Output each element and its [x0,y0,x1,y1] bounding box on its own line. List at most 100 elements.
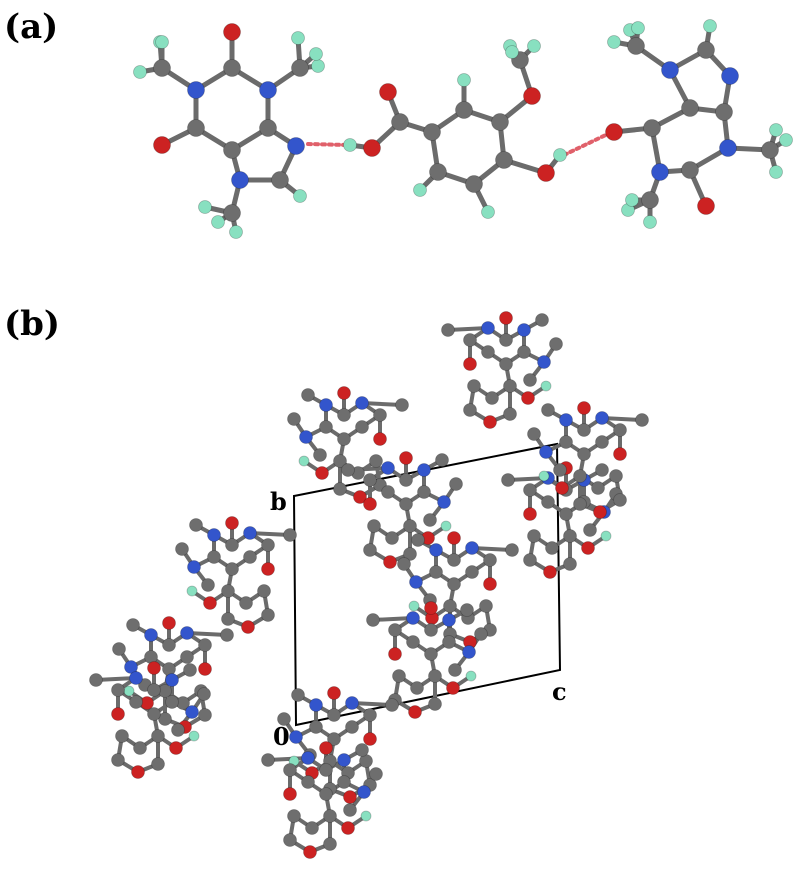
atom-O [483,577,497,591]
atom-N [345,696,359,710]
atom-C [369,454,383,468]
atom-O [198,662,212,676]
atom-C [385,531,399,545]
atom-C [523,373,537,387]
atom-C [403,519,417,533]
atom-H [625,193,639,207]
atom-C [491,113,509,131]
atom-H [553,148,567,162]
atom-C [147,683,161,697]
panel-b-bonds [94,316,644,854]
atom-O [399,451,413,465]
atom-C [283,833,297,847]
atom-C [198,638,212,652]
atom-C [527,427,541,441]
atom-C [261,608,275,622]
atom-H [291,31,305,45]
unit-cell-outline [292,442,562,727]
atom-C [197,687,211,701]
atom-N [651,163,669,181]
atom-C [501,473,515,487]
atom-C [503,379,517,393]
atom-N [481,321,495,335]
atom-C [391,113,409,131]
atom-O [203,596,217,610]
atom-C [239,596,253,610]
atom-C [559,435,573,449]
atom-N [517,323,531,337]
atom-H [413,183,427,197]
panel-a-hydrogen-bonds [306,130,614,157]
atom-N [287,137,305,155]
atom-C [337,432,351,446]
atom-O [593,505,607,519]
atom-C [395,398,409,412]
atom-C [583,523,597,537]
bond [470,546,514,552]
atom-N [417,463,431,477]
atom-C [323,809,337,823]
atom-N [243,526,257,540]
atom-N [289,730,303,744]
atom-C [443,599,457,613]
atom-C [221,584,235,598]
atom-O [363,497,377,511]
atom-C [563,557,577,571]
atom-C [463,403,477,417]
atom-C [435,453,449,467]
panel-a-bonds [137,23,789,235]
atom-C [463,333,477,347]
bond [600,416,644,422]
atom-H [527,39,541,53]
atom-N [437,495,451,509]
atom-N [357,785,371,799]
atom-C [681,161,699,179]
atom-C [259,119,277,137]
atom-H [293,189,307,203]
atom-C [627,37,645,55]
atom-H [769,123,783,137]
atom-C [388,623,402,637]
hydrogen-bond-right [562,130,614,157]
atom-N [299,430,313,444]
atom-N [259,81,277,99]
atom-C [291,688,305,702]
atom-C [406,635,420,649]
atom-C [111,753,125,767]
atom-C [465,565,479,579]
panel-b-atoms [89,311,649,859]
atom-C [223,204,241,222]
atom-C [327,708,341,722]
atom-C [201,578,215,592]
atom-C [319,763,333,777]
atom-O [521,391,535,405]
atom-N [409,575,423,589]
atom-C [535,313,549,327]
atom-C [474,627,488,641]
atom-C [171,723,185,737]
panel-a-molecular-structure [133,19,793,239]
atom-O [446,681,460,695]
atom-C [151,729,165,743]
atom-C [761,141,779,159]
atom-C [559,507,573,521]
atom-N [539,445,553,459]
atom-C [523,483,537,497]
atom-C [111,683,125,697]
atom-O [408,705,422,719]
panel-label-b: (b) [4,304,60,344]
atom-C [399,497,413,511]
atom-C [541,403,555,417]
atom-N [124,660,138,674]
atom-C [319,787,333,801]
atom-C [333,482,347,496]
atom-C [641,191,659,209]
atom-C [424,623,438,637]
bond [371,616,415,622]
atom-C [153,59,171,77]
atom-C [363,708,377,722]
atom-C [563,529,577,543]
atom-C [147,707,161,721]
atom-H [440,520,452,532]
